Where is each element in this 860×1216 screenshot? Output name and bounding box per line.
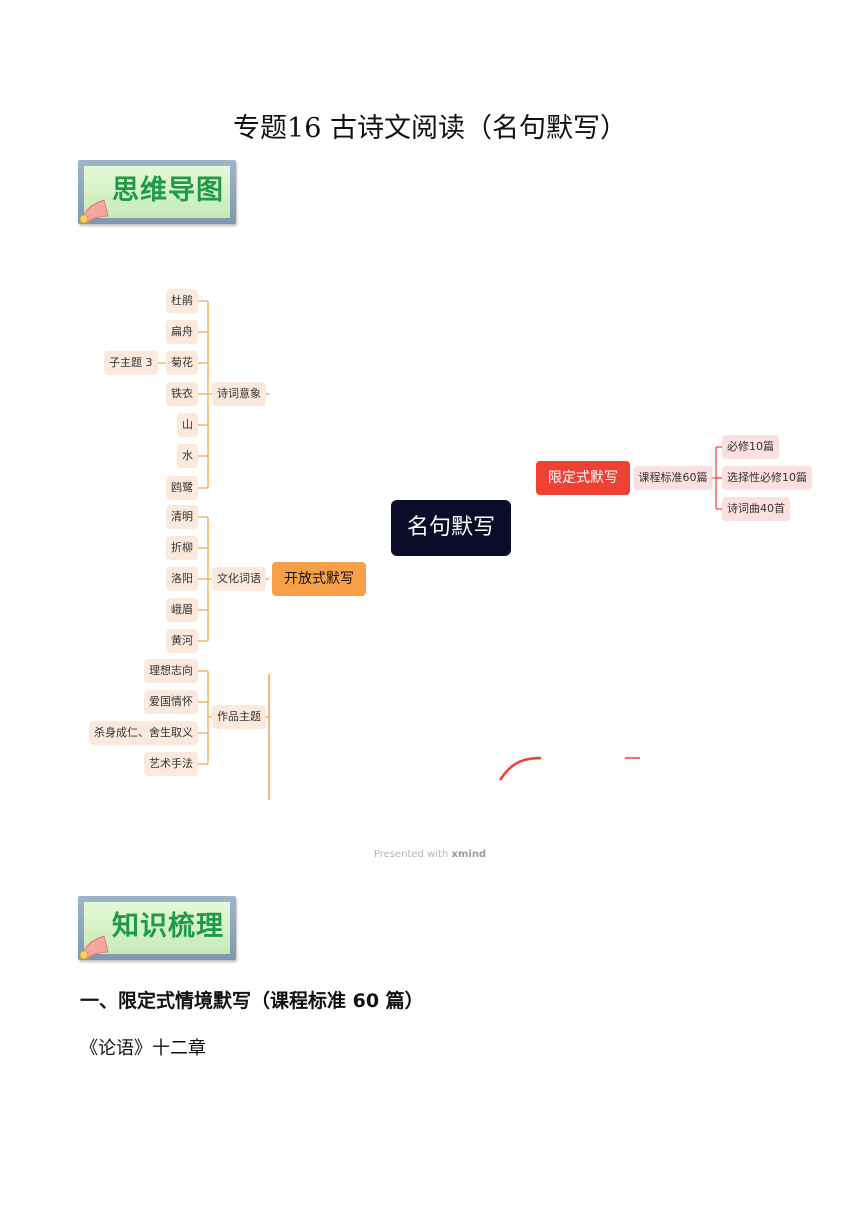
- subsection-heading: 《论语》十二章: [80, 1038, 206, 1059]
- group-node: 课程标准60篇: [633, 466, 713, 490]
- leaf-node: 必修10篇: [722, 435, 779, 459]
- section-heading: 一、限定式情境默写（课程标准 60 篇）: [80, 990, 424, 1012]
- leaf-node: 铁衣: [166, 382, 198, 406]
- branch-open: 开放式默写: [272, 562, 366, 596]
- branch-limited: 限定式默写: [536, 461, 630, 495]
- megaphone-icon: [79, 935, 109, 960]
- leaf-node: 清明: [166, 505, 198, 529]
- leaf-node: 黄河: [166, 629, 198, 653]
- knowledge-banner: 知识梳理: [78, 896, 236, 960]
- leaf-node: 扁舟: [166, 320, 198, 344]
- page-title: 专题16 古诗文阅读（名句默写）: [233, 113, 627, 144]
- leaf-node: 杜鹃: [166, 289, 198, 313]
- leaf-node: 杀身成仁、舍生取义: [89, 721, 198, 745]
- leaf-node: 山: [177, 413, 198, 437]
- watermark-prefix: Presented with: [373, 849, 449, 860]
- group-node: 诗词意象: [212, 382, 266, 406]
- group-node: 文化词语: [212, 567, 266, 591]
- leaf-node: 爱国情怀: [144, 690, 198, 714]
- watermark-brand: xmind: [451, 849, 487, 860]
- subtopic-node: 子主题 3: [104, 351, 158, 375]
- leaf-node: 理想志向: [144, 659, 198, 683]
- leaf-node: 选择性必修10篇: [722, 466, 812, 490]
- mind-map-connectors: [158, 300, 722, 800]
- leaf-node: 折柳: [166, 536, 198, 560]
- megaphone-icon: [79, 199, 109, 224]
- leaf-node: 洛阳: [166, 567, 198, 591]
- leaf-node: 艺术手法: [144, 752, 198, 776]
- leaf-node: 水: [177, 444, 198, 468]
- leaf-node: 诗词曲40首: [722, 497, 790, 521]
- root-node: 名句默写: [390, 500, 512, 556]
- leaf-node: 菊花: [166, 351, 198, 375]
- banner-title: 思维导图: [112, 175, 224, 206]
- leaf-node: 鸥鹭: [166, 476, 198, 500]
- xmind-watermark: Presented with xmind: [0, 849, 860, 860]
- mind-map-banner: 思维导图: [78, 160, 236, 224]
- leaf-node: 峨眉: [166, 598, 198, 622]
- banner-title: 知识梳理: [112, 911, 224, 942]
- mind-map: 名句默写开放式默写 诗词意象 杜鹃扁舟菊花铁衣山水鸥鹭 子主题 3 文化词语 清明折柳洛阳…: [0, 280, 860, 800]
- group-node: 作品主题: [212, 705, 266, 729]
- connector-root-limited: [498, 756, 542, 781]
